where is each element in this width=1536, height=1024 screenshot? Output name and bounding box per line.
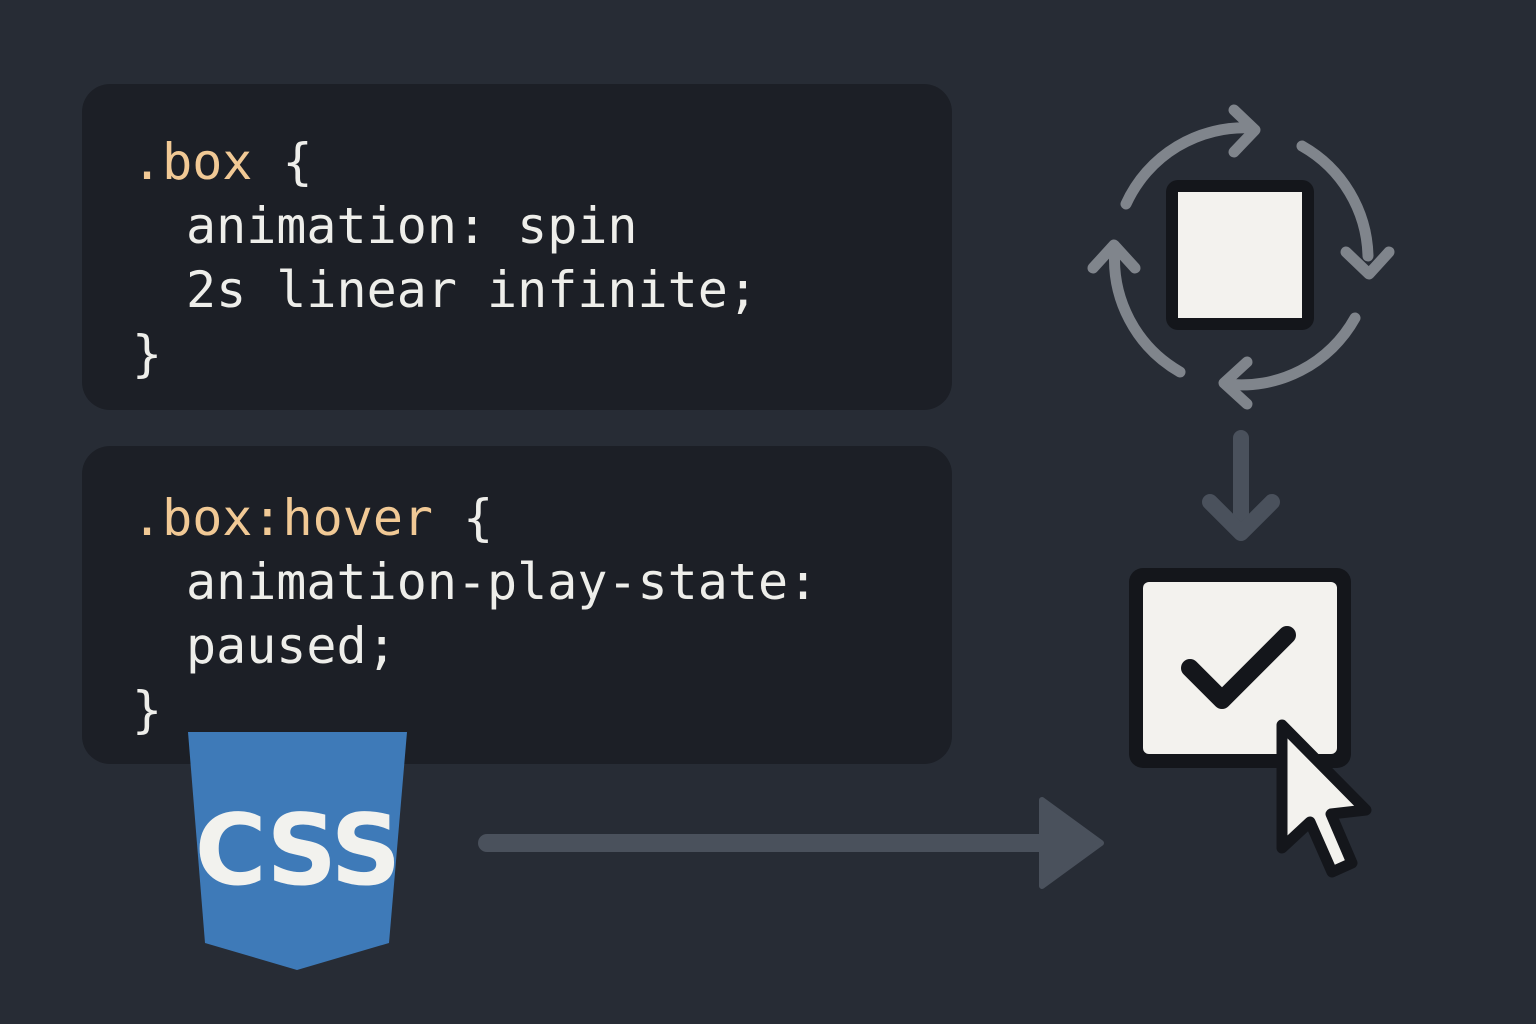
code-block-spin: .box { animation: spin 2s linear infinit…	[82, 84, 952, 410]
rotate-arrows-icon	[1087, 104, 1395, 410]
code-line: paused;	[186, 617, 397, 675]
css-badge-icon: CSS	[188, 732, 407, 970]
code-line: animation: spin	[186, 197, 638, 255]
code-line: animation-play-state:	[186, 553, 819, 611]
code-block-hover: .box:hover { animation-play-state: pause…	[82, 446, 952, 764]
code-line-selector: .box:hover {	[132, 486, 952, 550]
checkbox-checked-icon	[1129, 568, 1351, 768]
code-line-selector: .box {	[132, 130, 952, 194]
down-arrow-icon	[1202, 430, 1280, 541]
code-open-brace: {	[252, 133, 313, 191]
code-line: 2s linear infinite;	[186, 261, 758, 319]
code-close-brace: }	[132, 681, 163, 739]
code-open-brace: {	[433, 489, 494, 547]
square-icon	[1166, 180, 1314, 330]
right-arrow-icon	[478, 797, 1104, 889]
css-badge-label: CSS	[195, 794, 400, 908]
code-selector: .box	[132, 133, 253, 191]
code-close-brace: }	[132, 325, 163, 383]
code-selector: .box:hover	[132, 489, 434, 547]
mouse-cursor-icon	[1276, 719, 1372, 878]
